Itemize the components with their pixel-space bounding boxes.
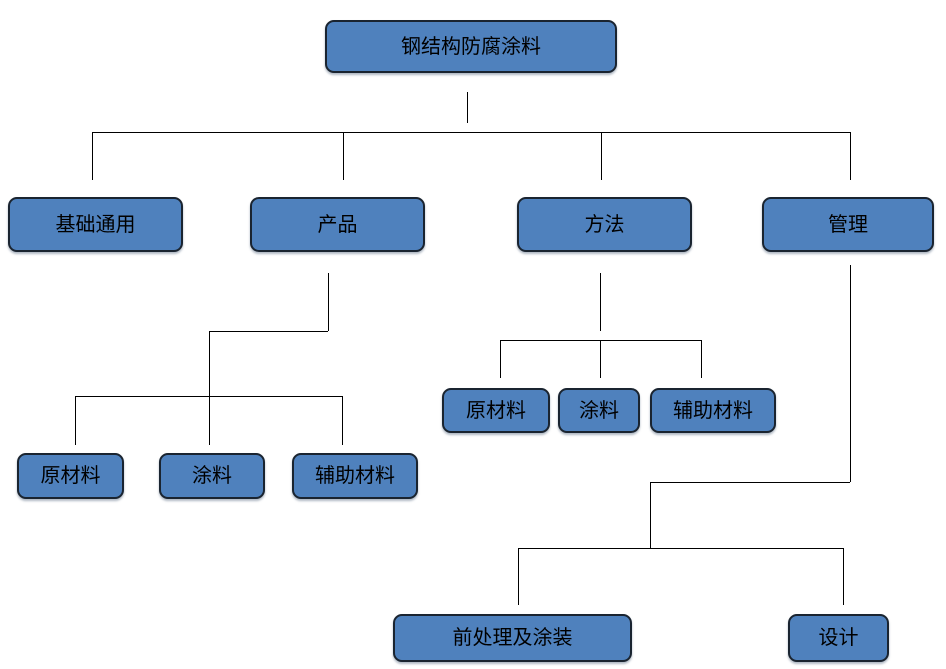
node-product: 产品	[250, 197, 425, 252]
connector-method-drop-coating	[600, 340, 602, 378]
connector-product-mid-drop	[209, 331, 211, 445]
connector-management-stem	[850, 265, 852, 482]
node-product-coatings: 涂料	[159, 453, 265, 499]
connector-drop-management	[850, 132, 852, 180]
node-management-design: 设计	[788, 614, 889, 662]
node-basic-general: 基础通用	[8, 197, 183, 252]
node-method-auxiliary-materials: 辅助材料	[650, 388, 776, 433]
node-method: 方法	[517, 197, 692, 252]
connector-management-mid	[650, 482, 652, 548]
connector-drop-product	[343, 132, 345, 180]
connector-management-drop-pre	[518, 548, 520, 605]
node-method-coatings: 涂料	[558, 388, 640, 433]
node-method-raw-materials: 原材料	[442, 388, 550, 433]
connector-product-stem	[328, 273, 330, 331]
node-management: 管理	[762, 197, 934, 252]
connector-management-bus	[518, 548, 843, 550]
node-product-auxiliary-materials: 辅助材料	[292, 453, 418, 499]
connector-method-stem	[600, 273, 602, 331]
node-product-raw-materials: 原材料	[17, 453, 124, 499]
node-root-steel-structure-anticorrosion-coating: 钢结构防腐涂料	[325, 20, 617, 73]
connector-root-stem	[467, 92, 469, 123]
connector-drop-basic	[92, 132, 94, 180]
connector-method-drop-raw	[500, 340, 502, 378]
connector-product-drop-raw	[75, 396, 77, 445]
connector-level1-bus	[92, 132, 850, 134]
connector-product-bus	[75, 396, 342, 398]
connector-product-jog	[209, 331, 328, 333]
connector-drop-method	[601, 132, 603, 180]
connector-product-drop-aux	[342, 396, 344, 445]
connector-management-jog	[650, 482, 850, 484]
node-management-pretreatment-and-coating: 前处理及涂装	[393, 614, 632, 662]
connector-method-drop-aux	[701, 340, 703, 378]
connector-management-drop-design	[843, 548, 845, 605]
